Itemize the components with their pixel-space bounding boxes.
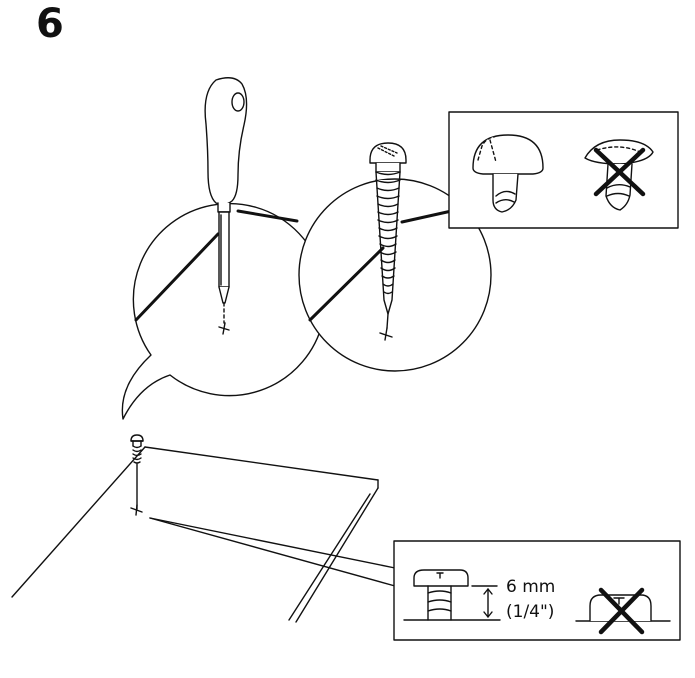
screwdriver-icon — [204, 77, 248, 304]
cross-mark-icon — [598, 587, 645, 635]
screw-depth-correct — [413, 569, 469, 621]
depth-dimension-arrow — [471, 585, 498, 618]
callout-pointer — [149, 517, 396, 587]
panel-board — [11, 446, 379, 623]
hole-mark-left — [218, 302, 230, 335]
depth-metric-label: 6 mm — [506, 577, 556, 597]
magnify-bubble-right — [298, 178, 492, 372]
hole-mark-right — [379, 313, 393, 341]
cross-mark-icon — [593, 147, 646, 197]
screw-head-correct-icon — [472, 134, 544, 213]
screw-small — [130, 434, 144, 510]
board-edge-magnified — [134, 208, 458, 322]
hole-mark-board — [130, 504, 143, 516]
step-number: 6 — [36, 1, 64, 47]
depth-imperial-label: (1/4") — [506, 602, 555, 622]
